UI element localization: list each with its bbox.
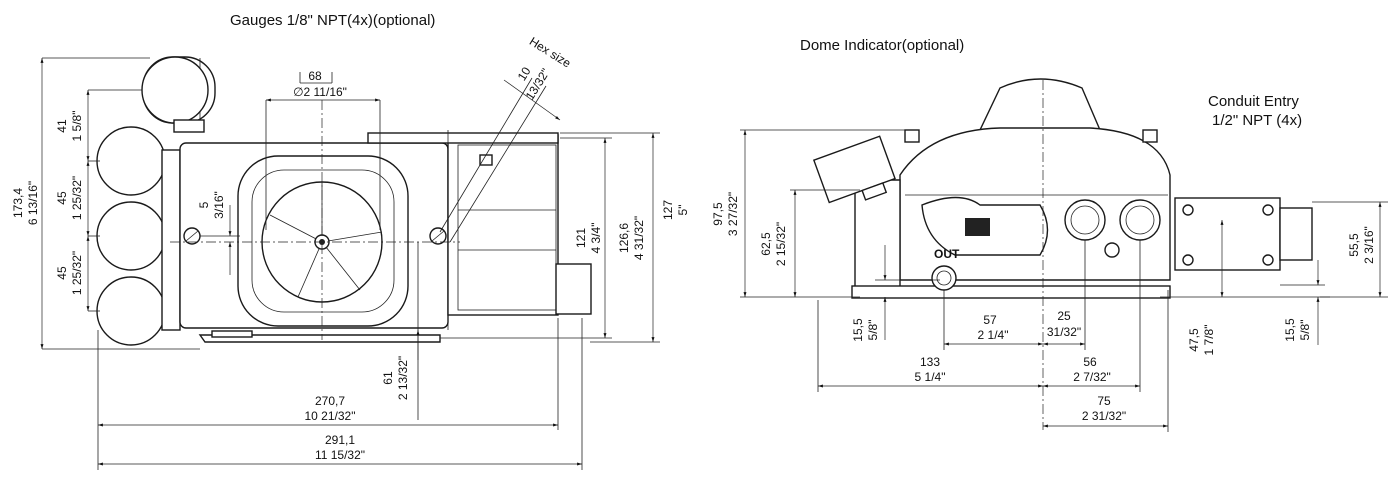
dim-126-mm: 126,6: [617, 223, 631, 253]
dim-173-mm: 173,4: [11, 188, 25, 218]
dim-75-in: 2 31/32": [1082, 409, 1126, 423]
dim-45a-in: 1 25/32": [70, 176, 84, 220]
dim-41-mm: 41: [55, 119, 69, 133]
dim-133-in: 5 1/4": [915, 370, 946, 384]
dim-121-in: 4 3/4": [589, 223, 603, 254]
side-view: Dome Indicator(optional) Conduit Entry 1…: [711, 37, 1388, 432]
dim-25-mm: 25: [1057, 309, 1071, 323]
mounting-bracket: [198, 334, 441, 343]
dim-5-mm: 5: [197, 201, 211, 208]
dim-133-mm: 133: [920, 355, 940, 369]
gauge-top: [141, 56, 216, 133]
dim-127-mm: 127: [661, 200, 675, 220]
dim-121-mm: 121: [574, 228, 588, 248]
dim-75-mm: 75: [1097, 394, 1111, 408]
dim-45a-mm: 45: [55, 191, 69, 205]
dim-173-in: 6 13/16": [26, 181, 40, 225]
dim-56-in: 2 7/32": [1073, 370, 1111, 384]
dim-291-mm: 291,1: [325, 433, 355, 447]
gauge-left-3: [96, 276, 166, 346]
dim-126-in: 4 31/32": [632, 216, 646, 260]
dim-61-mm: 61: [381, 371, 395, 385]
dim-270-mm: 270,7: [315, 394, 345, 408]
conduit-label-2: 1/2" NPT (4x): [1212, 112, 1302, 129]
dim-97-in: 3 27/32": [726, 192, 740, 236]
dim-62-in: 2 15/32": [774, 222, 788, 266]
dim-55-in: 2 3/16": [1362, 226, 1376, 264]
dim-55-mm: 55,5: [1347, 233, 1361, 257]
dim-61-in: 2 13/32": [396, 356, 410, 400]
dim-47-mm: 47,5: [1187, 328, 1201, 352]
dim-62-mm: 62,5: [759, 232, 773, 256]
dim-155b-in: 5/8": [1298, 320, 1312, 341]
out-label: OUT: [934, 247, 960, 261]
dim-45b-mm: 45: [55, 266, 69, 280]
side-module: [447, 134, 559, 316]
front-view: Gauges 1/8" NPT(4x)(optional) 68 ∅2 11/1…: [11, 12, 690, 470]
dim-97-mm: 97,5: [711, 202, 725, 226]
dim-5-in: 3/16": [212, 191, 226, 219]
dim-155b-mm: 15,5: [1283, 318, 1297, 342]
dim-41-in: 1 5/8": [70, 111, 84, 142]
dim-68-in: ∅2 11/16": [293, 85, 347, 99]
gauges-label: Gauges 1/8" NPT(4x)(optional): [230, 12, 435, 29]
dim-57-mm: 57: [983, 313, 997, 327]
dome-indicator: [979, 78, 1101, 131]
dim-47-in: 1 7/8": [1202, 325, 1216, 356]
dim-155a-in: 5/8": [866, 320, 880, 341]
dim-56-mm: 56: [1083, 355, 1097, 369]
dim-45b-in: 1 25/32": [70, 251, 84, 295]
dim-57-in: 2 1/4": [978, 328, 1009, 342]
conduit-label-1: Conduit Entry: [1208, 93, 1299, 110]
dim-25-in: 31/32": [1047, 325, 1081, 339]
gauge-left-1: [96, 126, 166, 196]
dome-label: Dome Indicator(optional): [800, 37, 964, 54]
hex-size-label: Hex size: [527, 34, 574, 70]
dim-155a-mm: 15,5: [851, 318, 865, 342]
gauge-left-2: [96, 201, 166, 271]
dim-127-in: 5": [676, 205, 690, 216]
dim-270-in: 10 21/32": [305, 409, 356, 423]
dim-68-mm: 68: [308, 69, 322, 83]
dim-291-in: 11 15/32": [315, 448, 365, 462]
